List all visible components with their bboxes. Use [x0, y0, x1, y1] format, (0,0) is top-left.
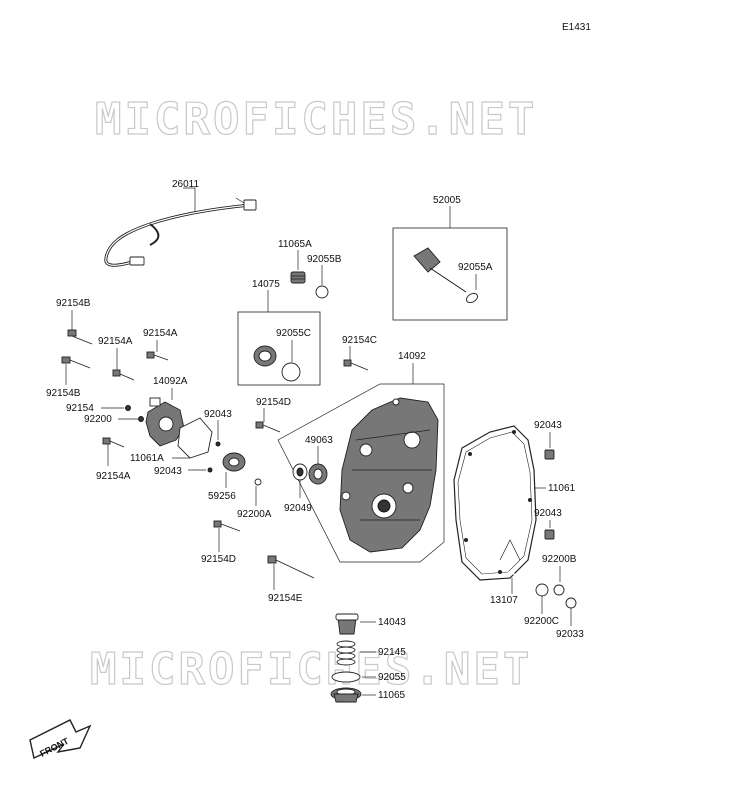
bolt-92154D-top[interactable] — [255, 421, 281, 433]
label-92154B-top[interactable]: 92154B — [56, 298, 91, 309]
label-11065[interactable]: 11065 — [378, 690, 406, 701]
label-92055C[interactable]: 92055C — [276, 328, 311, 339]
label-92154D-low[interactable]: 92154D — [201, 554, 236, 565]
label-92154A-mid[interactable]: 92154A — [98, 336, 133, 347]
o-ring-92055B[interactable] — [315, 285, 329, 299]
label-92154A-low[interactable]: 92154A — [96, 471, 131, 482]
label-92200A[interactable]: 92200A — [237, 509, 272, 520]
bolt-92154B-low[interactable] — [61, 356, 91, 369]
label-92043-right-top[interactable]: 92043 — [534, 420, 562, 431]
label-14075[interactable]: 14075 — [252, 279, 280, 290]
cap-11065[interactable] — [330, 687, 362, 703]
circlip-92033[interactable] — [565, 597, 577, 609]
dowel-92043-right-top[interactable] — [544, 449, 555, 460]
label-92154[interactable]: 92154 — [66, 403, 94, 414]
gasket-11061A[interactable] — [177, 417, 213, 459]
box-52005 — [392, 227, 508, 321]
bolt-92154C[interactable] — [343, 359, 369, 371]
watermark-top: MICROFICHES.NET — [95, 94, 537, 145]
watermark-bottom: MICROFICHES.NET — [90, 644, 532, 695]
label-92200C[interactable]: 92200C — [524, 616, 559, 627]
cap-14075[interactable] — [253, 345, 277, 367]
label-11061A[interactable]: 11061A — [130, 453, 164, 464]
label-92043-left2[interactable]: 92043 — [154, 466, 182, 477]
label-92154A-top[interactable]: 92154A — [143, 328, 178, 339]
pin-92043-left2[interactable] — [207, 467, 213, 473]
label-92043-right-mid[interactable]: 92043 — [534, 508, 562, 519]
label-92154D-top[interactable]: 92154D — [256, 397, 291, 408]
bolt-92154E[interactable] — [267, 555, 315, 579]
impeller-59256[interactable] — [222, 452, 246, 472]
label-92055[interactable]: 92055 — [378, 672, 406, 683]
bolt-92154D-low[interactable] — [213, 520, 241, 532]
label-92043-left[interactable]: 92043 — [204, 409, 232, 420]
label-92033[interactable]: 92033 — [556, 629, 584, 640]
o-ring-92055A[interactable] — [465, 292, 479, 305]
label-92055B[interactable]: 92055B — [307, 254, 342, 265]
plug-14043[interactable] — [335, 613, 359, 635]
label-92154B-low[interactable]: 92154B — [46, 388, 81, 399]
washer-92200B[interactable] — [553, 584, 565, 596]
label-92154E[interactable]: 92154E — [268, 593, 303, 604]
front-arrow: FRONT — [29, 719, 92, 760]
box-14075 — [237, 311, 321, 386]
seal-92049[interactable] — [292, 463, 308, 481]
label-92200B[interactable]: 92200B — [542, 554, 577, 565]
bolt-92154[interactable] — [125, 405, 131, 411]
bearing-49063[interactable] — [308, 463, 328, 485]
diagram-code: E1431 — [562, 22, 591, 33]
label-14092[interactable]: 14092 — [398, 351, 426, 362]
crankcase-cover-14092[interactable] — [339, 397, 439, 553]
washer-92200[interactable] — [138, 416, 144, 422]
label-92200[interactable]: 92200 — [84, 414, 112, 425]
bolt-92154B-top[interactable] — [67, 329, 93, 345]
label-13107[interactable]: 13107 — [490, 595, 518, 606]
spring-92145[interactable] — [336, 640, 356, 666]
label-11061[interactable]: 11061 — [548, 483, 576, 494]
label-52005[interactable]: 52005 — [433, 195, 461, 206]
label-59256[interactable]: 59256 — [208, 491, 236, 502]
label-92154C[interactable]: 92154C — [342, 335, 377, 346]
label-92055A[interactable]: 92055A — [458, 262, 493, 273]
washer-92200C[interactable] — [535, 583, 549, 597]
dowel-92043-right-mid[interactable] — [544, 529, 555, 540]
bolt-92154A-top[interactable] — [146, 351, 169, 361]
gasket-11061[interactable] — [453, 425, 537, 581]
label-14092A[interactable]: 14092A — [153, 376, 188, 387]
label-11065A[interactable]: 11065A — [278, 239, 312, 250]
bolt-92154A-mid[interactable] — [112, 369, 135, 381]
pin-92043-left[interactable] — [215, 441, 221, 447]
oil-level-gauge[interactable] — [413, 247, 467, 293]
label-14043[interactable]: 14043 — [378, 617, 406, 628]
label-49063[interactable]: 49063 — [305, 435, 333, 446]
water-pump-cover-14092A[interactable] — [145, 397, 185, 447]
cable-26011[interactable] — [104, 187, 257, 267]
label-26011[interactable]: 26011 — [172, 179, 200, 190]
cap-11065A[interactable] — [290, 271, 306, 284]
washer-92200A[interactable] — [254, 478, 262, 486]
shaft-13107[interactable] — [507, 571, 541, 585]
label-92049[interactable]: 92049 — [284, 503, 312, 514]
o-ring-92055C[interactable] — [281, 362, 301, 382]
o-ring-92055[interactable] — [331, 671, 361, 683]
label-92145[interactable]: 92145 — [378, 647, 406, 658]
bolt-92154A-low[interactable] — [102, 437, 125, 448]
